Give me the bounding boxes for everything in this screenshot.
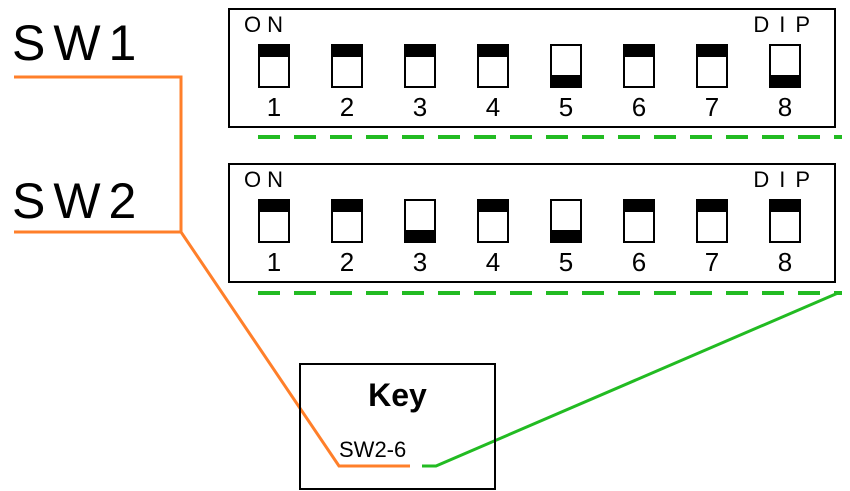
- switch-number: 3: [412, 92, 428, 122]
- switch-number: 7: [704, 247, 720, 277]
- key-green-line: [422, 291, 839, 468]
- switch-actuator: [552, 230, 580, 241]
- switch-number: 5: [558, 92, 574, 122]
- dip-switch-7: [696, 199, 728, 243]
- switch-actuator: [479, 201, 507, 212]
- dip-switch-2: [331, 199, 363, 243]
- dip-switch-bank-sw2: ON DIP 1 2 3 4 5 6 7 8: [228, 163, 836, 283]
- dip-label: DIP: [753, 12, 820, 37]
- switch-actuator: [771, 201, 799, 212]
- switch-actuator: [698, 201, 726, 212]
- switch-number: 1: [266, 247, 282, 277]
- sw1-label: SW1: [12, 15, 145, 71]
- dip-switch-bank-sw1: ON DIP 1 2 3 4 5 6 7 8: [228, 8, 836, 128]
- switch-number: 3: [412, 247, 428, 277]
- sw2-connector-line: [14, 230, 410, 468]
- switch-actuator: [698, 46, 726, 57]
- dip-switch-5: [550, 199, 582, 243]
- dip-switch-4: [477, 44, 509, 88]
- switch-number: 6: [631, 247, 647, 277]
- dip-switch-6: [623, 44, 655, 88]
- key-title: Key: [368, 377, 427, 413]
- switch-actuator: [406, 230, 434, 241]
- dip-switch-5: [550, 44, 582, 88]
- switch-actuator: [625, 46, 653, 57]
- dip-switch-1: [258, 44, 290, 88]
- switch-number: 5: [558, 247, 574, 277]
- switch-number: 8: [777, 92, 793, 122]
- switch-actuator: [479, 46, 507, 57]
- switch-number: 7: [704, 92, 720, 122]
- switch-actuator: [260, 46, 288, 57]
- dip-switch-2: [331, 44, 363, 88]
- dip-switch-4: [477, 199, 509, 243]
- switch-actuator: [333, 201, 361, 212]
- on-label: ON: [244, 167, 289, 192]
- dip-switch-3: [404, 199, 436, 243]
- switch-actuator: [552, 75, 580, 86]
- key-legend-box: Key SW2-6: [299, 363, 496, 490]
- sw2-label: SW2: [12, 173, 145, 229]
- dip-switch-6: [623, 199, 655, 243]
- switch-number: 4: [485, 247, 501, 277]
- switch-actuator: [406, 46, 434, 57]
- dip-switch-7: [696, 44, 728, 88]
- dip-switch-8: [769, 199, 801, 243]
- dip-label: DIP: [753, 167, 820, 192]
- dip-switch-3: [404, 44, 436, 88]
- on-label: ON: [244, 12, 289, 37]
- switch-number: 8: [777, 247, 793, 277]
- sw1-connector-line: [14, 75, 183, 232]
- switch-actuator: [333, 46, 361, 57]
- switch-number: 2: [339, 247, 355, 277]
- dip-switch-1: [258, 199, 290, 243]
- switch-actuator: [260, 201, 288, 212]
- switch-number: 6: [631, 92, 647, 122]
- key-sample-label: SW2-6: [339, 437, 407, 462]
- dip-switch-8: [769, 44, 801, 88]
- switch-actuator: [771, 75, 799, 86]
- switch-number: 1: [266, 92, 282, 122]
- switch-number: 2: [339, 92, 355, 122]
- switch-actuator: [625, 201, 653, 212]
- switch-number: 4: [485, 92, 501, 122]
